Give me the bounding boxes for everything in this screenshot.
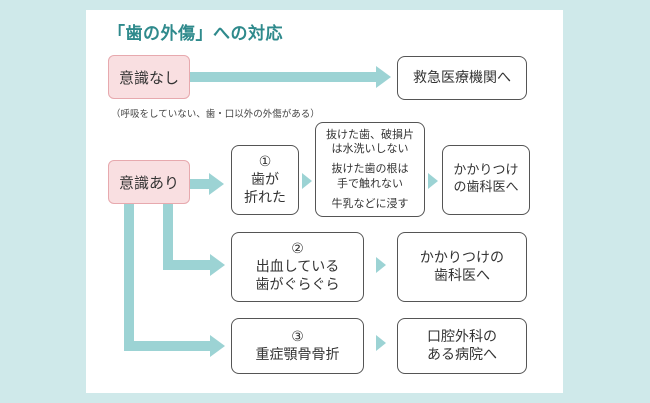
arrow-case3-head: [210, 335, 225, 357]
case3-destination-line1: 口腔外科の: [427, 328, 497, 345]
conscious-none-box: 意識なし: [108, 55, 190, 99]
case3-destination-line2: ある病院へ: [427, 347, 497, 363]
case2-number: ②: [291, 240, 304, 257]
instruction-line2: は水洗いしない: [331, 142, 409, 156]
case1-title-line1: 歯が: [251, 171, 279, 188]
diagram-title: 「歯の外傷」への対応: [108, 24, 283, 44]
case2-title-line1: 出血している: [255, 258, 340, 275]
conscious-yes-label: 意識あり: [118, 173, 179, 192]
emergency-destination-label: 救急医療機関へ: [413, 69, 511, 86]
arrow-instructions-to-dentist: [428, 173, 438, 189]
case2-title-line2: 歯がぐらぐら: [255, 277, 340, 294]
instruction-line3: 抜けた歯の根は: [331, 162, 409, 176]
case3-number: ③: [291, 328, 304, 345]
case3-title: 重症顎骨骨折: [255, 347, 340, 363]
case1-title-line2: 折れた: [244, 190, 286, 207]
instruction-line4: 手で触れない: [337, 176, 403, 190]
instruction-line5: 牛乳などに浸す: [331, 196, 409, 210]
case2-destination-line1: かかりつけの: [419, 249, 505, 266]
arrow-case2-to-dentist: [376, 257, 386, 273]
case1-destination-line2: の歯科医へ: [453, 180, 519, 195]
conscious-none-label: 意識なし: [118, 68, 179, 87]
arrow-case3-to-hospital: [376, 335, 386, 351]
case1-destination-box: かかりつけ の歯科医へ: [442, 145, 530, 215]
arrow-case2-head: [210, 254, 225, 276]
arrow-yes-shaft: [190, 179, 210, 189]
arrow-case2-shaft: [163, 260, 211, 270]
arrow-none-head: [376, 66, 391, 88]
arrow-none-shaft: [190, 72, 376, 82]
case2-destination-line2: 歯科医へ: [434, 268, 490, 284]
emergency-destination-box: 救急医療機関へ: [397, 56, 527, 100]
case1-instructions-box: 抜けた歯、破損片 は水洗いしない 抜けた歯の根は 手で触れない 牛乳などに浸す: [315, 122, 425, 217]
connector-vertical-case3: [124, 198, 134, 351]
conscious-none-note: （呼吸をしていない、歯・口以外の外傷がある）: [111, 109, 320, 120]
case1-destination-line1: かかりつけ: [453, 163, 519, 179]
case3-destination-box: 口腔外科の ある病院へ: [397, 318, 527, 374]
instruction-line1: 抜けた歯、破損片: [326, 128, 414, 142]
connector-vertical-case2: [163, 198, 173, 270]
case1-number: ①: [258, 153, 272, 170]
case2-box: ② 出血している 歯がぐらぐら: [231, 232, 364, 302]
arrow-case3-shaft: [124, 341, 211, 351]
case1-box: ① 歯が 折れた: [231, 145, 299, 215]
case2-destination-box: かかりつけの 歯科医へ: [397, 232, 527, 302]
case3-box: ③ 重症顎骨骨折: [231, 318, 364, 374]
conscious-yes-box: 意識あり: [108, 160, 190, 204]
arrow-case1-to-instructions: [302, 173, 312, 189]
arrow-yes-head: [209, 173, 224, 195]
